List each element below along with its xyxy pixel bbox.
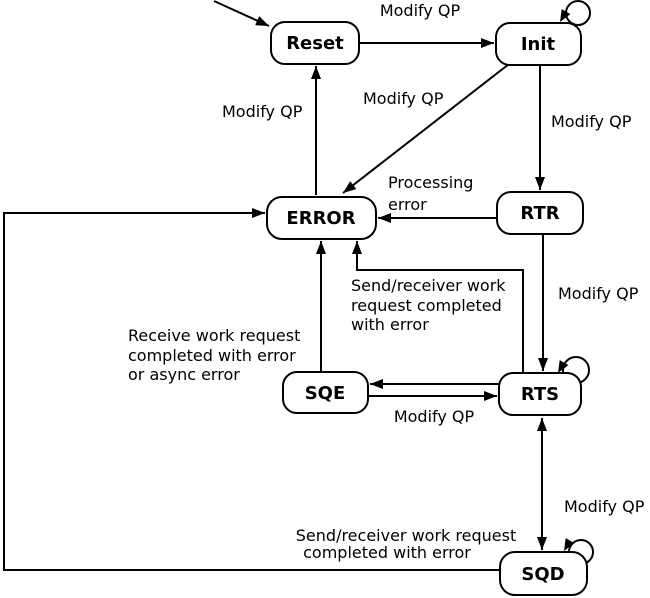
edge-label-rts-to-sqd: Modify QP (564, 497, 645, 516)
state-node-rts (498, 372, 582, 416)
edge-label-sqe-to-error-line1: Receive work request (128, 326, 300, 345)
sqd-self-loop-arrowhead-icon (564, 538, 575, 551)
edge-label-error-to-reset: Modify QP (222, 102, 303, 121)
edge-label-rtr-to-rts: Modify QP (558, 284, 639, 303)
state-label-sqe: SQE (305, 383, 346, 404)
state-label-rtr: RTR (520, 203, 559, 224)
state-node-init (495, 22, 582, 66)
state-label-reset: Reset (286, 33, 344, 54)
edge-initial-to-reset (213, 0, 270, 27)
state-node-reset (270, 21, 360, 65)
edge-label-rtr-to-error-line1: Processing (388, 173, 473, 192)
edge-label-rts-to-error-line2: request completed (351, 296, 502, 315)
init-self-loop-arrowhead-icon (560, 9, 571, 22)
state-node-sqd (499, 551, 588, 596)
edge-label-init-to-rtr: Modify QP (551, 112, 632, 131)
edge-sqd-to-error (3, 208, 499, 571)
edge-label-init-to-error: Modify QP (363, 89, 444, 108)
edge-label-rts-to-error-line1: Send/receiver work (351, 276, 506, 295)
edge-label-sqe-to-error-line2: completed with error (128, 346, 296, 365)
edge-rts-to-error (352, 241, 524, 373)
state-label-rts: RTS (521, 384, 559, 405)
edge-label-sqd-to-error-line1: Send/receiver work request (296, 526, 516, 545)
state-label-init: Init (521, 34, 556, 55)
edge-label-rts-to-error-line3: with error (351, 315, 429, 334)
edge-init-to-error (342, 63, 510, 194)
init-self-loop (565, 0, 591, 26)
state-node-rtr (496, 191, 584, 235)
state-label-sqd: SQD (521, 564, 564, 585)
state-node-error (266, 196, 377, 240)
edge-label-rtr-to-error-line2: error (388, 195, 427, 214)
state-label-error: ERROR (286, 208, 355, 229)
state-node-sqe (282, 371, 369, 414)
rts-self-loop-arrowhead-icon (558, 360, 569, 373)
edge-label-sqe-to-error-line3: or async error (128, 365, 240, 384)
edge-label-sqe-to-rts: Modify QP (394, 407, 475, 426)
edge-label-sqd-to-error-line2: completed with error (303, 543, 471, 562)
edge-label-reset-to-init: Modify QP (380, 1, 461, 20)
